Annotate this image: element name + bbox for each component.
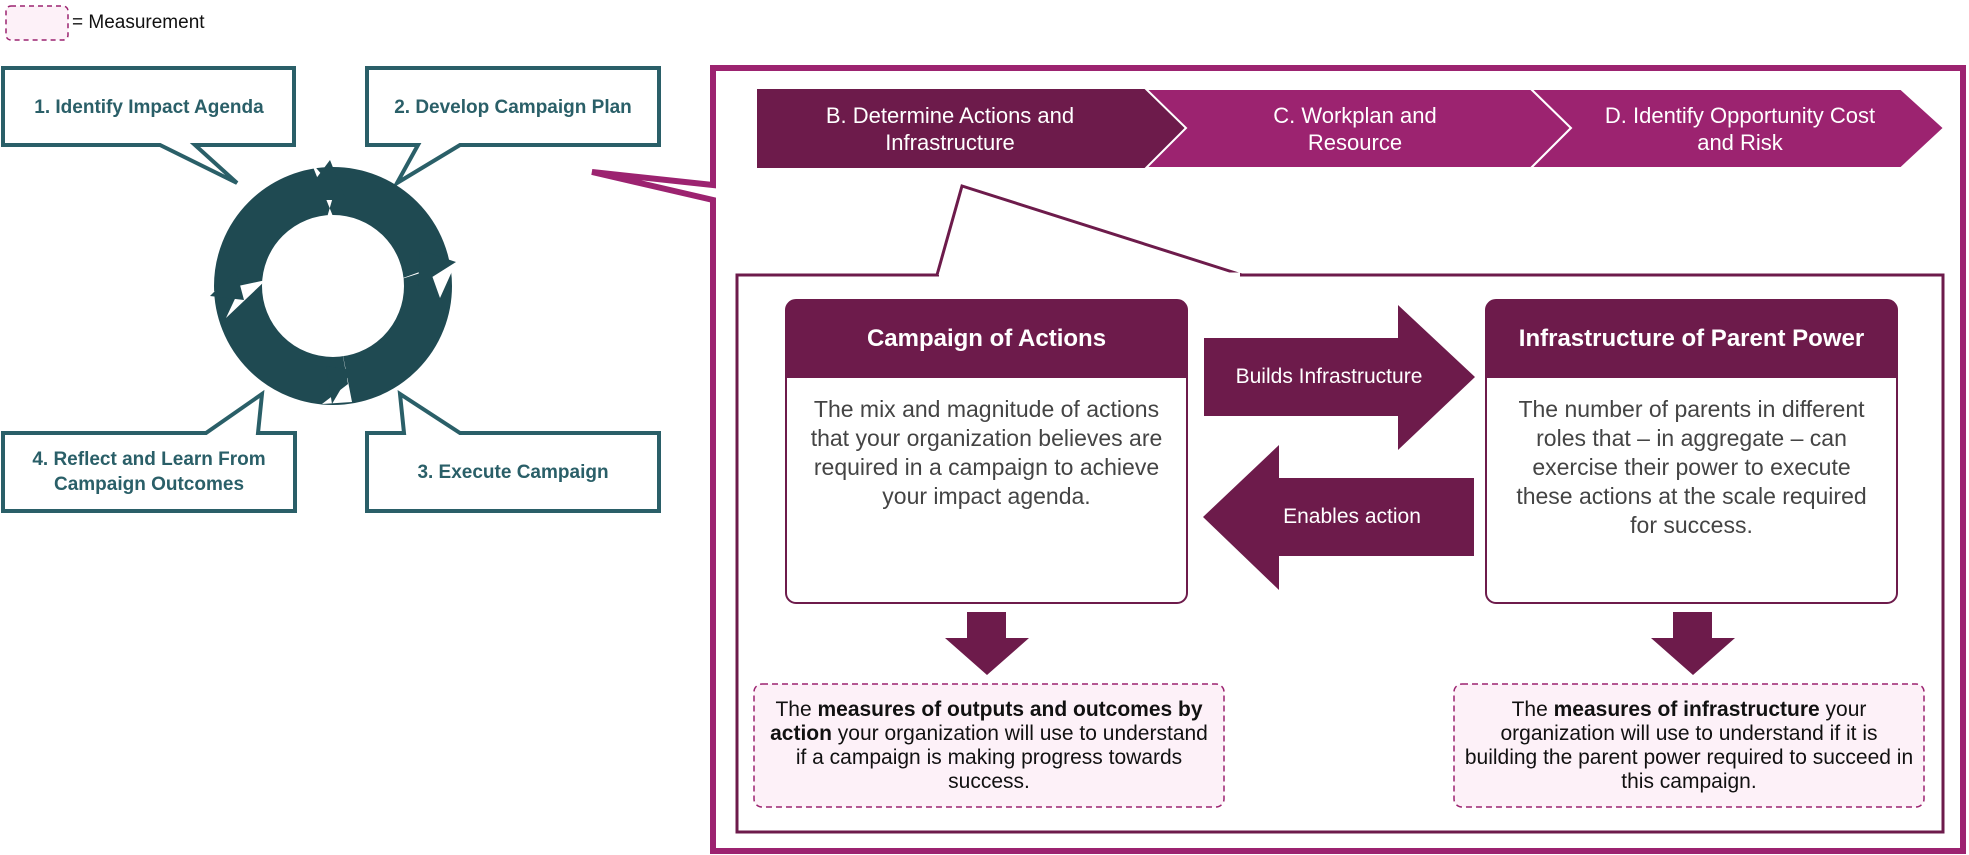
- callout-step-2: [365, 66, 661, 189]
- measure-right-bold: measures of infrastructure: [1553, 698, 1820, 721]
- enables-arrow-label: Enables action: [1283, 505, 1421, 528]
- measure-right-text: The measures of infrastructure your orga…: [1464, 698, 1914, 793]
- measure-left-text: The measures of outputs and outcomes by …: [770, 698, 1208, 793]
- chevron-d: [1528, 88, 1946, 169]
- campaign-title: Campaign of Actions: [866, 325, 1107, 352]
- chevron-b: [757, 89, 1186, 168]
- measure-left-bold: measures of outputs and outcomes by acti…: [770, 698, 1203, 745]
- campaign-body: The mix and magnitude of actions that yo…: [810, 396, 1163, 509]
- chevron-b-label: B. Determine Actions and Infrastructure: [825, 103, 1075, 155]
- measure-box-left: [753, 683, 1225, 808]
- callout-step-3: [365, 390, 661, 513]
- legend-label: = Measurement: [72, 12, 205, 33]
- measure-box-right: [1453, 683, 1925, 808]
- infrastructure-body: The number of parents in different roles…: [1516, 396, 1867, 538]
- step-1-label: 1. Identify Impact Agenda: [34, 96, 264, 118]
- down-arrow-right: [1651, 612, 1735, 675]
- chevron-d-label: D. Identify Opportunity Cost and Risk: [1604, 103, 1876, 155]
- step-4-label: 4. Reflect and Learn From Campaign Outco…: [32, 449, 266, 495]
- callout-step-4: [1, 389, 297, 513]
- callout-step-1: [1, 66, 296, 185]
- step-2-label: 2. Develop Campaign Plan: [394, 96, 632, 118]
- builds-arrow: [1204, 305, 1475, 450]
- builds-arrow-label: Builds Infrastructure: [1235, 365, 1423, 388]
- enables-arrow: [1203, 445, 1474, 590]
- infrastructure-header-bg: [1486, 300, 1897, 378]
- infrastructure-title: Infrastructure of Parent Power: [1518, 325, 1865, 352]
- step-3-label: 3. Execute Campaign: [417, 461, 609, 483]
- down-arrow-left: [945, 612, 1029, 675]
- chevron-c-label: C. Workplan and Resource: [1273, 103, 1437, 155]
- cycle-icon: [210, 160, 458, 405]
- legend-swatch: [5, 5, 69, 41]
- campaign-header-bg: [786, 300, 1187, 378]
